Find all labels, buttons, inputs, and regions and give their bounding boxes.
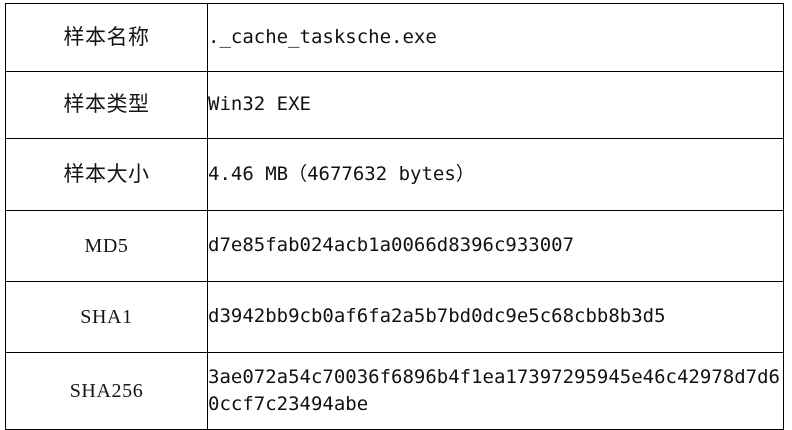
table-row-sample-name: 样本名称 ._cache_tasksche.exe bbox=[5, 3, 784, 72]
label-sample-type: 样本类型 bbox=[5, 71, 208, 139]
value-sample-md5: d7e85fab024acb1a0066d8396c933007 bbox=[207, 210, 784, 282]
table-row-sample-type: 样本类型 Win32 EXE bbox=[5, 71, 784, 139]
value-sample-sha1: d3942bb9cb0af6fa2a5b7bd0dc9e5c68cbb8b3d5 bbox=[207, 281, 784, 353]
value-sample-size: 4.46 MB（4677632 bytes） bbox=[207, 138, 784, 211]
label-sample-sha256: SHA256 bbox=[5, 352, 208, 430]
sample-info-table: 样本名称 ._cache_tasksche.exe 样本类型 Win32 EXE… bbox=[5, 3, 784, 430]
table-row-sample-sha1: SHA1 d3942bb9cb0af6fa2a5b7bd0dc9e5c68cbb… bbox=[5, 281, 784, 353]
value-sample-sha256: 3ae072a54c70036f6896b4f1ea17397295945e46… bbox=[207, 352, 784, 430]
table-row-sample-size: 样本大小 4.46 MB（4677632 bytes） bbox=[5, 138, 784, 211]
table-row-sample-sha256: SHA256 3ae072a54c70036f6896b4f1ea1739729… bbox=[5, 352, 784, 430]
label-sample-name: 样本名称 bbox=[5, 3, 208, 72]
label-sample-md5: MD5 bbox=[5, 210, 208, 282]
value-sample-name: ._cache_tasksche.exe bbox=[207, 3, 784, 72]
table-body: 样本名称 ._cache_tasksche.exe 样本类型 Win32 EXE… bbox=[5, 3, 784, 430]
label-sample-size: 样本大小 bbox=[5, 138, 208, 211]
page-root: 样本名称 ._cache_tasksche.exe 样本类型 Win32 EXE… bbox=[5, 3, 784, 430]
table-row-sample-md5: MD5 d7e85fab024acb1a0066d8396c933007 bbox=[5, 210, 784, 282]
value-sample-type: Win32 EXE bbox=[207, 71, 784, 139]
label-sample-sha1: SHA1 bbox=[5, 281, 208, 353]
